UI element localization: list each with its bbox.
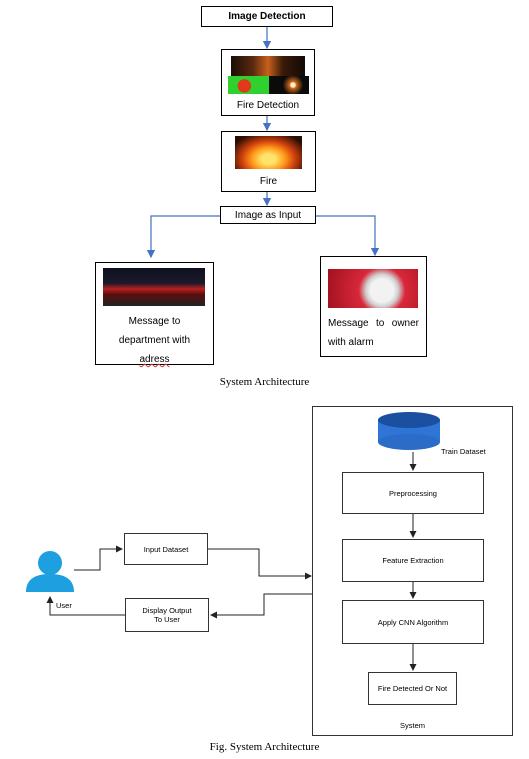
department-text: Message to department with adress <box>96 312 213 369</box>
fire-detected-box: Fire Detected Or Not <box>368 672 457 705</box>
system-container <box>312 406 513 736</box>
department-line-1: Message to <box>128 316 181 327</box>
fire-detection-box: Fire Detection <box>221 49 315 116</box>
owner-box: Message to owner with alarm <box>320 256 427 357</box>
arrow-display-to-user <box>46 596 125 616</box>
fire-detected-label: Fire Detected Or Not <box>377 684 448 693</box>
apply-cnn-box: Apply CNN Algorithm <box>342 600 484 644</box>
department-line-3: adress <box>139 354 170 365</box>
fire-detection-label: Fire Detection <box>236 100 300 111</box>
firetruck-image <box>103 268 205 306</box>
owner-text: Message to owner with alarm <box>328 314 419 352</box>
image-detection-box: Image Detection <box>201 6 333 27</box>
department-line-2: department with <box>118 335 191 346</box>
input-dataset-box: Input Dataset <box>124 533 208 565</box>
top-caption: System Architecture <box>219 376 310 388</box>
fire-detection-image-night <box>269 76 309 94</box>
department-box: Message to department with adress <box>95 262 214 365</box>
arrow-system-to-display <box>210 593 313 619</box>
arrow-input-to-owner <box>316 215 380 257</box>
image-input-box: Image as Input <box>220 206 316 224</box>
preprocessing-label: Preprocessing <box>389 488 437 498</box>
fire-detection-image-green <box>228 76 269 94</box>
alarm-image <box>328 269 418 308</box>
fire-image <box>235 136 302 169</box>
display-output-line-1: Display Output <box>142 606 192 615</box>
feature-extraction-label: Feature Extraction <box>382 556 444 565</box>
apply-cnn-label: Apply CNN Algorithm <box>377 617 449 627</box>
arrow-input-to-system <box>208 548 312 580</box>
user-label: User <box>56 601 72 610</box>
system-label: System <box>399 721 425 730</box>
image-detection-label: Image Detection <box>228 11 306 22</box>
owner-line-1: Message to owner <box>328 318 419 329</box>
fire-detection-image-top <box>231 56 305 76</box>
arrow-input-to-department <box>146 215 220 259</box>
fire-box: Fire <box>221 131 316 192</box>
fire-label: Fire <box>259 176 278 187</box>
arrow-user-to-input <box>74 545 123 571</box>
train-dataset-label: Train Dataset <box>441 447 486 456</box>
bottom-caption: Fig. System Architecture <box>209 741 320 753</box>
owner-line-2: with alarm <box>328 337 374 348</box>
preprocessing-box: Preprocessing <box>342 472 484 514</box>
input-dataset-label: Input Dataset <box>143 544 189 554</box>
display-output-line-2: To User <box>154 615 180 624</box>
image-input-label: Image as Input <box>234 209 302 221</box>
feature-extraction-box: Feature Extraction <box>342 539 484 582</box>
display-output-box: Display Output To User <box>125 598 209 632</box>
